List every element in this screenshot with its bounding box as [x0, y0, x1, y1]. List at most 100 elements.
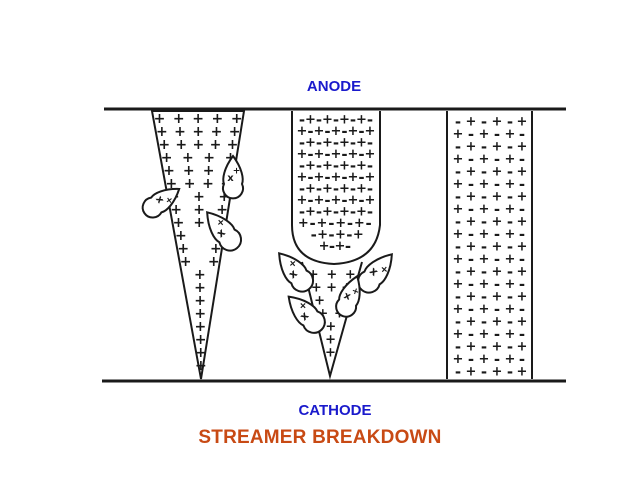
positive-charge: + [297, 193, 308, 208]
positive-charge: + [175, 228, 187, 244]
positive-charge: + [335, 228, 346, 243]
negative-charge: - [316, 203, 322, 221]
positive-charge: + [210, 137, 222, 153]
negative-charge: - [350, 180, 356, 198]
positive-charge: + [453, 302, 464, 317]
negative-charge: - [481, 263, 487, 281]
positive-charge: + [216, 202, 228, 218]
positive-charge: + [466, 340, 477, 355]
positive-charge: + [517, 215, 528, 230]
positive-charge: + [453, 202, 464, 217]
negative-charge: - [507, 163, 513, 181]
space-charge-marks: ++++++++++++++++++++++++++++++++++++++++… [154, 111, 243, 374]
positive-charge: + [326, 281, 337, 296]
negative-charge: - [519, 226, 525, 244]
positive-charge: + [492, 365, 503, 380]
positive-charge: + [203, 163, 215, 179]
negative-charge: - [350, 157, 356, 175]
positive-charge: + [194, 267, 206, 283]
positive-charge: + [479, 302, 490, 317]
negative-charge: - [316, 157, 322, 175]
positive-charge: + [170, 202, 182, 218]
negative-charge: - [333, 134, 339, 152]
positive-charge: + [194, 293, 206, 309]
positive-charge: + [348, 147, 359, 162]
negative-charge: - [468, 301, 474, 319]
positive-charge: + [354, 216, 365, 231]
negative-charge: - [468, 251, 474, 269]
positive-charge: + [466, 240, 477, 255]
negative-charge: - [333, 203, 339, 221]
positive-charge: + [314, 147, 325, 162]
positive-charge: + [156, 124, 168, 140]
positive-charge: + [453, 152, 464, 167]
positive-charge: + [325, 320, 336, 335]
positive-charge: + [173, 215, 185, 231]
positive-charge: + [192, 124, 204, 140]
positive-charge: + [163, 163, 175, 179]
positive-charge: + [453, 177, 464, 192]
negative-charge: - [455, 163, 461, 181]
positive-charge: + [175, 137, 187, 153]
positive-charge: + [314, 294, 325, 309]
streamer-stage-initial: ++++++++++++++++++++++++++++++++++++++++… [141, 110, 246, 380]
negative-charge: - [494, 326, 500, 344]
positive-charge: + [517, 365, 528, 380]
positive-charge: + [517, 290, 528, 305]
negative-charge: - [367, 111, 373, 129]
diagram-title: STREAMER BREAKDOWN [198, 427, 442, 448]
positive-charge: + [193, 189, 205, 205]
positive-charge: + [314, 124, 325, 139]
avalanche-outline [222, 154, 244, 200]
negative-charge: - [341, 169, 347, 187]
positive-charge: + [317, 216, 328, 231]
positive-charge: + [453, 127, 464, 142]
positive-charge: + [492, 240, 503, 255]
positive-charge: + [339, 182, 350, 197]
negative-charge: - [519, 176, 525, 194]
negative-charge: - [350, 111, 356, 129]
positive-charge: + [298, 216, 309, 231]
positive-charge: + [297, 170, 308, 185]
positive-charge: + [348, 124, 359, 139]
negative-charge: - [328, 215, 334, 233]
positive-charge: + [517, 115, 528, 130]
positive-charge: + [453, 352, 464, 367]
positive-charge: + [492, 190, 503, 205]
negative-charge: - [519, 126, 525, 144]
positive-charge: + [210, 241, 222, 257]
negative-charge: - [358, 192, 364, 210]
positive-charge: + [492, 290, 503, 305]
negative-charge: - [481, 288, 487, 306]
negative-charge: - [316, 180, 322, 198]
positive-charge: + [331, 124, 342, 139]
negative-charge: - [494, 226, 500, 244]
avalanche-outline [278, 252, 315, 293]
avalanche-outline [287, 295, 326, 334]
positive-charge: + [218, 189, 230, 205]
positive-charge: + [505, 252, 516, 267]
positive-charge: + [322, 136, 333, 151]
negative-charge: - [455, 313, 461, 331]
negative-charge: - [468, 176, 474, 194]
negative-charge: - [481, 188, 487, 206]
positive-charge: + [492, 265, 503, 280]
positive-charge: + [305, 182, 316, 197]
positive-charge: + [331, 193, 342, 208]
positive-charge: + [479, 202, 490, 217]
negative-charge: - [324, 169, 330, 187]
negative-charge: - [366, 215, 372, 233]
positive-charge: + [356, 136, 367, 151]
positive-charge: + [211, 124, 223, 140]
negative-charge: - [494, 151, 500, 169]
negative-charge: - [347, 215, 353, 233]
negative-charge: - [367, 157, 373, 175]
positive-charge: + [305, 136, 316, 151]
negative-charge: - [507, 288, 513, 306]
positive-charge: + [505, 327, 516, 342]
positive-charge: + [492, 140, 503, 155]
positive-charge: + [314, 170, 325, 185]
avalanche-plus-mark: + [162, 195, 175, 207]
negative-charge: - [333, 157, 339, 175]
